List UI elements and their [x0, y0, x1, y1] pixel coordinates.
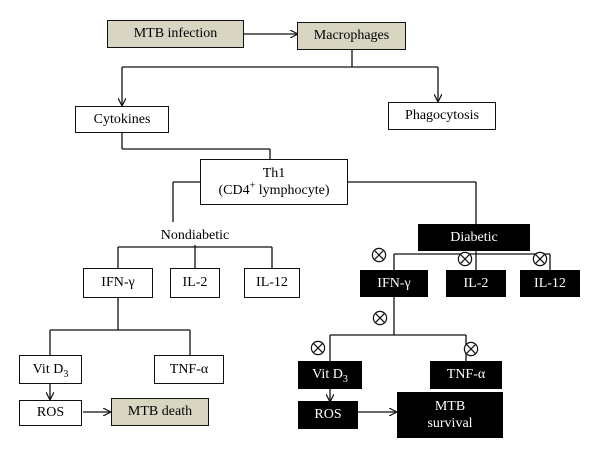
tnf-alpha-label: TNF-α [169, 361, 209, 377]
cytokines-node: Cytokines [75, 106, 169, 133]
cd4-prefix: (CD4 [218, 183, 250, 198]
il2-label: IL-2 [182, 275, 208, 291]
mtb-death-label: MTB death [127, 404, 193, 420]
ifn-gamma-diabetic-node: IFN-γ [360, 270, 428, 297]
mtb-infection-node: MTB infection [107, 20, 244, 48]
nondiabetic-label-node: Nondiabetic [140, 226, 250, 246]
vitd3-diabetic-label: Vit D3 [312, 366, 348, 384]
mtb-survival-label-line2: survival [427, 416, 473, 431]
cd4-lymphocyte-label: (CD4+ lymphocyte) [218, 180, 330, 200]
diabetic-node: Diabetic [418, 224, 530, 251]
inhibition-icon-tnf-alpha [463, 341, 479, 357]
phagocytosis-node: Phagocytosis [388, 102, 496, 130]
vitd3-node: Vit D3 [19, 355, 82, 384]
il2-diabetic-node: IL-2 [446, 270, 506, 297]
vitd3-label: Vit D3 [33, 361, 69, 379]
il2-diabetic-label: IL-2 [463, 275, 489, 291]
ros-diabetic-node: ROS [298, 401, 358, 429]
mtb-survival-label-line1: MTB [434, 398, 466, 414]
tnf-alpha-node: TNF-α [154, 355, 224, 384]
tnf-alpha-diabetic-label: TNF-α [446, 367, 486, 383]
vitd3-diabetic-prefix: Vit D [312, 367, 343, 383]
inhibition-icon-il12 [532, 251, 548, 267]
vitd3-subscript: 3 [63, 368, 69, 380]
vitd3-diabetic-node: Vit D3 [298, 361, 362, 389]
inhibition-icon-vitd3 [310, 340, 326, 356]
ifn-gamma-diabetic-label: IFN-γ [377, 275, 411, 291]
il12-diabetic-label: IL-12 [534, 275, 566, 291]
ifn-gamma-label: IFN-γ [101, 275, 135, 291]
cd4-suffix: lymphocyte) [255, 183, 330, 198]
ifn-gamma-node: IFN-γ [83, 268, 153, 298]
diabetic-label: Diabetic [450, 229, 498, 245]
ros-label: ROS [36, 405, 65, 421]
macrophages-node: Macrophages [297, 22, 406, 50]
il2-node: IL-2 [170, 268, 220, 298]
nondiabetic-label: Nondiabetic [160, 228, 230, 244]
cytokines-label: Cytokines [93, 111, 151, 127]
mtb-survival-node: MTB survival [397, 392, 503, 438]
inhibition-icon-il2 [457, 251, 473, 267]
ros-diabetic-label: ROS [314, 407, 342, 423]
tnf-alpha-diabetic-node: TNF-α [430, 361, 502, 389]
vitd3-prefix: Vit D [32, 361, 64, 377]
mtb-infection-label: MTB infection [133, 26, 218, 42]
th1-label: Th1 [262, 165, 286, 181]
inhibition-icon-ifn-gamma [371, 247, 387, 263]
macrophages-label: Macrophages [313, 28, 390, 44]
il12-label: IL-12 [256, 275, 288, 291]
il12-node: IL-12 [244, 268, 300, 298]
mtb-death-node: MTB death [111, 398, 209, 426]
th1-node: Th1 (CD4+ lymphocyte) [200, 159, 348, 205]
ros-node: ROS [19, 400, 82, 426]
il12-diabetic-node: IL-12 [520, 270, 580, 297]
phagocytosis-label: Phagocytosis [405, 108, 479, 124]
vitd3-diabetic-subscript: 3 [342, 374, 348, 386]
inhibition-icon-ifn-branch [372, 310, 388, 326]
cd4-superscript: + [249, 180, 256, 192]
